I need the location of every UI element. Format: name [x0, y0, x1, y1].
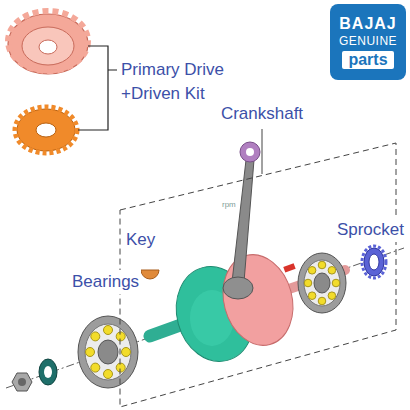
dashed-region: Crankshaft [112, 98, 404, 410]
sprocket-part [364, 248, 384, 276]
key-part [141, 270, 159, 279]
region-heading: Crankshaft [219, 104, 305, 124]
watermark: rpm [220, 199, 238, 210]
label-anchor: Primary Drive +Driven Kit [119, 58, 245, 106]
leader-line [262, 129, 263, 174]
label-anchor: rpm [220, 193, 238, 211]
right-bearing [298, 253, 346, 313]
primary-drive-gears [8, 11, 117, 153]
part-label: Key [124, 228, 157, 252]
brand-logo: BAJAJ GENUINE parts [330, 4, 406, 80]
region-border [120, 143, 396, 407]
brand-name: BAJAJ [339, 15, 396, 33]
left-bearing [78, 316, 138, 388]
label-anchor: Sprocket [335, 218, 406, 242]
oil-seal [39, 359, 57, 385]
nut [12, 373, 32, 391]
part-label: Sprocket [335, 218, 406, 242]
brand-text: GENUINE [339, 35, 397, 49]
brand-text: parts [342, 51, 393, 69]
crankshaft-part [150, 142, 345, 370]
label-anchor: Key [124, 228, 157, 252]
axis-line [6, 248, 404, 388]
dashed-outline [112, 98, 404, 410]
group-label: Primary Drive +Driven Kit [119, 58, 245, 106]
part-label: Bearings [70, 270, 141, 294]
label-anchor: Bearings [70, 270, 141, 294]
